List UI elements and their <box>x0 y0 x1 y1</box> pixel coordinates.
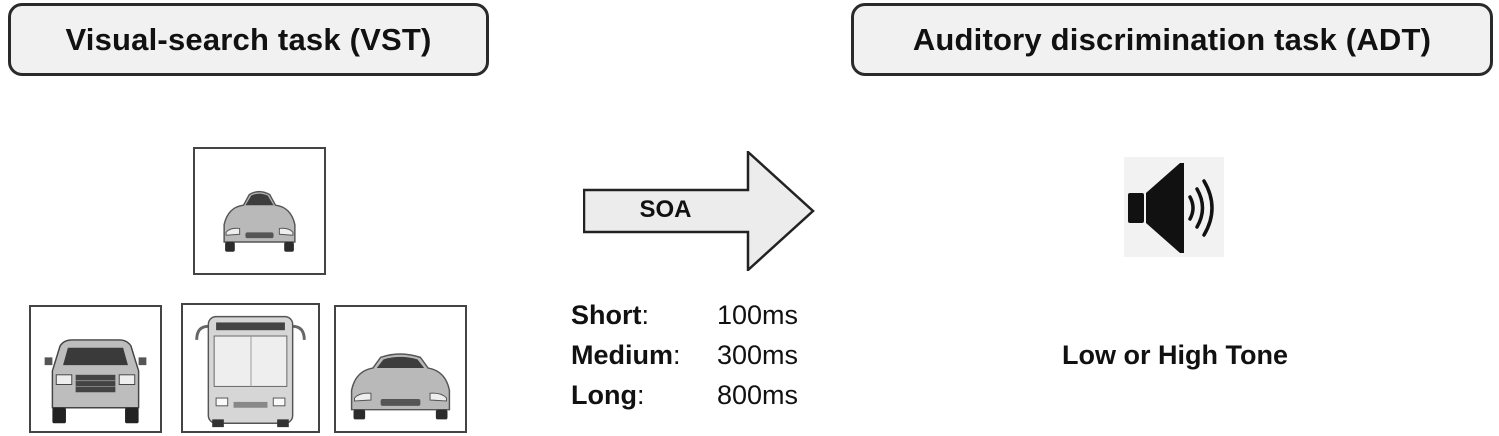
soa-condition-name: Medium: <box>571 340 681 370</box>
speaker-icon <box>1124 157 1224 257</box>
soa-condition-name: Short: <box>571 300 650 330</box>
stimulus-frame-middle <box>181 303 320 433</box>
soa-condition-medium: Medium: 300ms <box>571 340 821 380</box>
soa-condition-value: 100ms <box>717 300 799 330</box>
sports-car-icon <box>223 190 296 252</box>
soa-label: SOA <box>639 196 692 223</box>
stimulus-frame-right <box>334 305 467 433</box>
soa-condition-long: Long: 800ms <box>571 380 821 420</box>
stimulus-frame-left <box>29 305 162 433</box>
soa-condition-name: Long: <box>571 380 645 410</box>
soa-condition-short: Short: 100ms <box>571 300 821 340</box>
adt-title-box: Auditory discrimination task (ADT) <box>851 3 1493 76</box>
response-label: Low or High Tone <box>1062 340 1288 370</box>
bus-icon <box>195 315 306 428</box>
soa-condition-value: 300ms <box>717 340 799 370</box>
sports-car-icon <box>350 353 451 420</box>
soa-condition-value: 800ms <box>717 380 799 410</box>
vst-title-box: Visual-search task (VST) <box>8 3 489 76</box>
stimulus-frame-top <box>193 147 326 275</box>
vst-title: Visual-search task (VST) <box>65 21 432 57</box>
suv-icon <box>44 339 147 424</box>
soa-arrow <box>583 151 815 271</box>
adt-title: Auditory discrimination task (ADT) <box>912 21 1432 57</box>
